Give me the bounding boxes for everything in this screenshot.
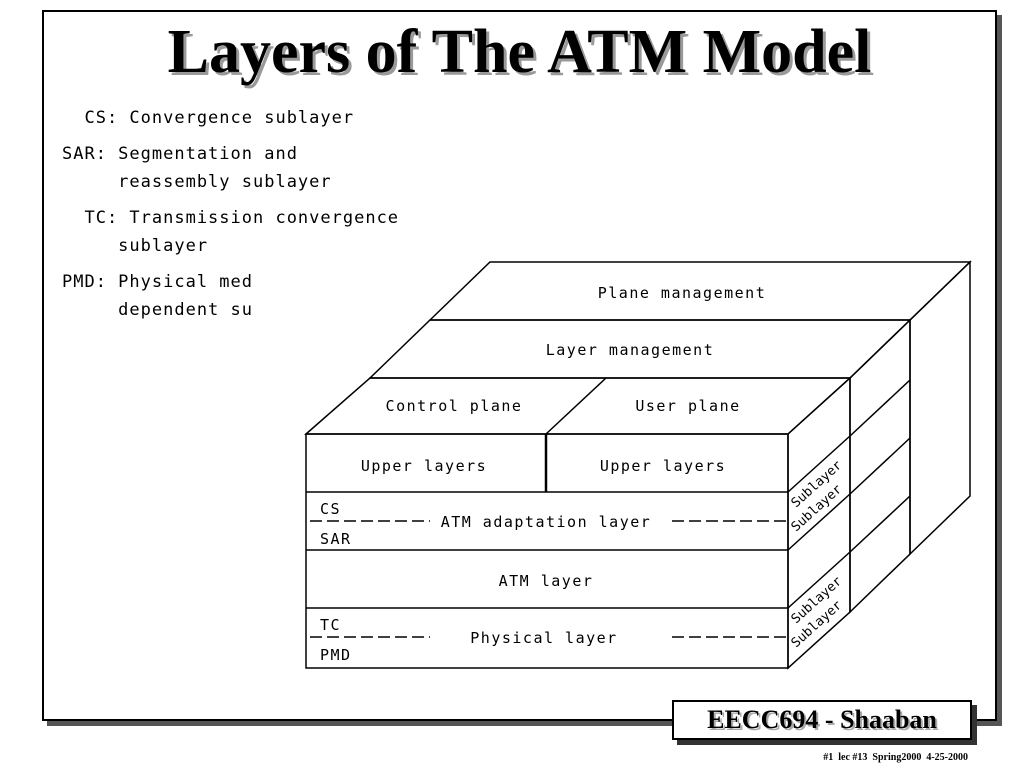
cube-backdrop <box>290 262 975 670</box>
control-user-divider <box>545 377 607 435</box>
legend-tc: TC: Transmission convergence <box>62 208 400 228</box>
physical-layer-label: Physical layer <box>470 629 617 647</box>
control-plane-label: Control plane <box>386 397 523 415</box>
badge-text: EECC694 - Shaaban <box>672 700 972 740</box>
tc-sublayer-label: TC <box>320 616 341 634</box>
upper-layers-right-label: Upper layers <box>600 457 726 475</box>
upper-layers-left-label: Upper layers <box>361 457 487 475</box>
plane-management-label: Plane management <box>598 284 767 302</box>
layer-management-label: Layer management <box>546 341 715 359</box>
legend-sar: SAR: Segmentation and <box>62 144 298 164</box>
user-plane-label: User plane <box>635 397 740 415</box>
cs-sublayer-label: CS <box>320 500 341 518</box>
slide-footer: #1 lec #13 Spring2000 4-25-2000 <box>823 752 968 763</box>
slide-title: Layers of The ATM Model <box>167 18 872 86</box>
abbreviation-legend: CS: Convergence sublayer SAR: Segmentati… <box>62 104 452 324</box>
atm-layer-label: ATM layer <box>499 572 594 590</box>
legend-cs: CS: Convergence sublayer <box>62 108 355 128</box>
atm-adaptation-layer-label: ATM adaptation layer <box>441 513 652 531</box>
side-face-far <box>909 260 971 556</box>
legend-sar-cont: reassembly sublayer <box>62 172 332 192</box>
pmd-sublayer-label: PMD <box>320 646 352 664</box>
legend-pmd-cont: dependent su <box>62 300 253 320</box>
sar-sublayer-label: SAR <box>320 530 352 548</box>
legend-tc-cont: sublayer <box>62 236 209 256</box>
legend-pmd: PMD: Physical med <box>62 272 253 292</box>
